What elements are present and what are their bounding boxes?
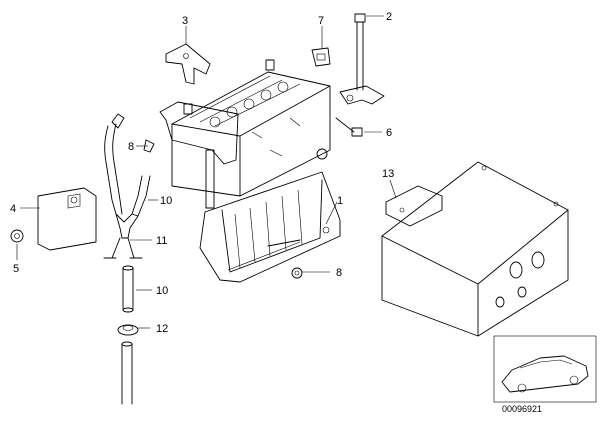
nut-8[interactable] [291,267,303,279]
lower-hose[interactable] [121,341,133,405]
callout-8-bottom: 8 [336,267,342,279]
enclosure-box[interactable] [381,161,569,337]
callout-4: 4 [10,203,16,215]
callout-12: 12 [156,323,168,335]
bolt-6[interactable] [251,117,363,157]
holder-bracket[interactable] [159,43,239,165]
callout-6: 6 [386,127,392,139]
callout-8-top: 8 [128,141,134,153]
grommet[interactable] [117,324,139,336]
callout-5: 5 [13,263,19,275]
callout-13: 13 [382,168,394,180]
vent-hose-assembly[interactable] [103,113,155,259]
leader-lines [16,15,397,329]
callout-11: 11 [156,235,167,247]
callout-3: 3 [182,15,188,27]
battery-tray[interactable] [199,171,341,283]
battery-clamp[interactable] [339,13,385,105]
diagram-reference-number: 00096921 [502,404,542,414]
callout-7: 7 [318,15,324,27]
cover-plate[interactable] [37,187,97,251]
car-thumbnail [493,335,597,403]
battery[interactable] [171,59,331,209]
bracket-7[interactable] [311,47,331,67]
hose-piece[interactable] [122,265,134,313]
callout-10-bottom: 10 [156,285,168,297]
nut-5[interactable] [10,229,24,243]
callout-1: 1 [337,195,343,207]
callout-2: 2 [386,11,392,23]
callout-10-top: 10 [160,195,172,207]
